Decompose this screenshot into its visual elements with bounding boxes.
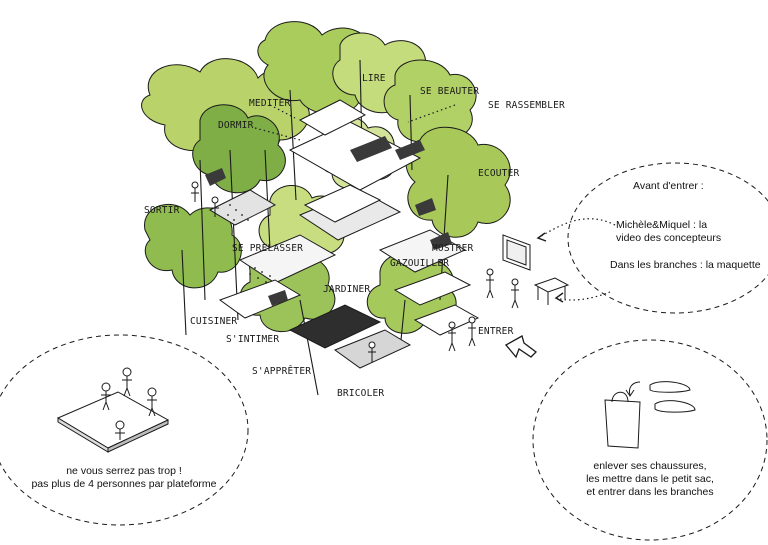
platform-note-line1: ne vous serrez pas trop ! xyxy=(66,465,182,477)
entry-arrow xyxy=(505,335,537,359)
label-cuisiner: CUISINER xyxy=(190,316,238,327)
intro-title: Avant d'entrer : xyxy=(633,180,704,192)
label-ecouter: ECOUTER xyxy=(478,168,520,179)
dot-hatch xyxy=(227,204,271,283)
label-mediter: MEDITER xyxy=(249,98,291,109)
leader-lines xyxy=(254,104,616,301)
label-lire: LIRE xyxy=(362,73,386,84)
label-sintimer: S'INTIMER xyxy=(226,334,280,345)
label-sortir: SORTIR xyxy=(144,205,180,216)
people xyxy=(191,181,519,362)
label-gazouiller: GAZOUILLER xyxy=(390,258,450,269)
platform-sketch xyxy=(56,367,170,453)
shoes-bag-sketch xyxy=(604,381,696,449)
video-monitor xyxy=(502,234,531,271)
intro-item2: Dans les branches : la maquette xyxy=(610,259,761,271)
label-se-prelasser: SE PRELASSER xyxy=(232,243,304,254)
label-mostrer: MOSTRER xyxy=(432,243,474,254)
label-dormir: DORMIR xyxy=(218,120,254,131)
intro-item1-line1: Michèle&Miquel : la xyxy=(616,219,708,231)
label-sapprete: S'APPRÊTER xyxy=(252,366,312,377)
label-entrer: ENTRER xyxy=(478,326,514,337)
leader-arrowheads xyxy=(536,232,564,303)
intro-item1-line2: video des concepteurs xyxy=(616,232,722,244)
label-jardiner: JARDINER xyxy=(323,284,371,295)
shoes-note-line1: enlever ses chaussures, xyxy=(593,460,707,472)
platform-note-line2: pas plus de 4 personnes par plateforme xyxy=(31,478,217,490)
shoes-note-line3: et entrer dans les branches xyxy=(586,486,714,498)
dashed-bubbles xyxy=(0,162,768,541)
model-table xyxy=(533,277,570,305)
shoes-note-line2: les mettre dans le petit sac, xyxy=(586,473,714,485)
shadows xyxy=(205,136,452,306)
label-se-beauter: SE BEAUTER xyxy=(420,86,480,97)
label-bricoler: BRICOLER xyxy=(337,388,385,399)
label-se-rassembler: SE RASSEMBLER xyxy=(488,100,565,111)
